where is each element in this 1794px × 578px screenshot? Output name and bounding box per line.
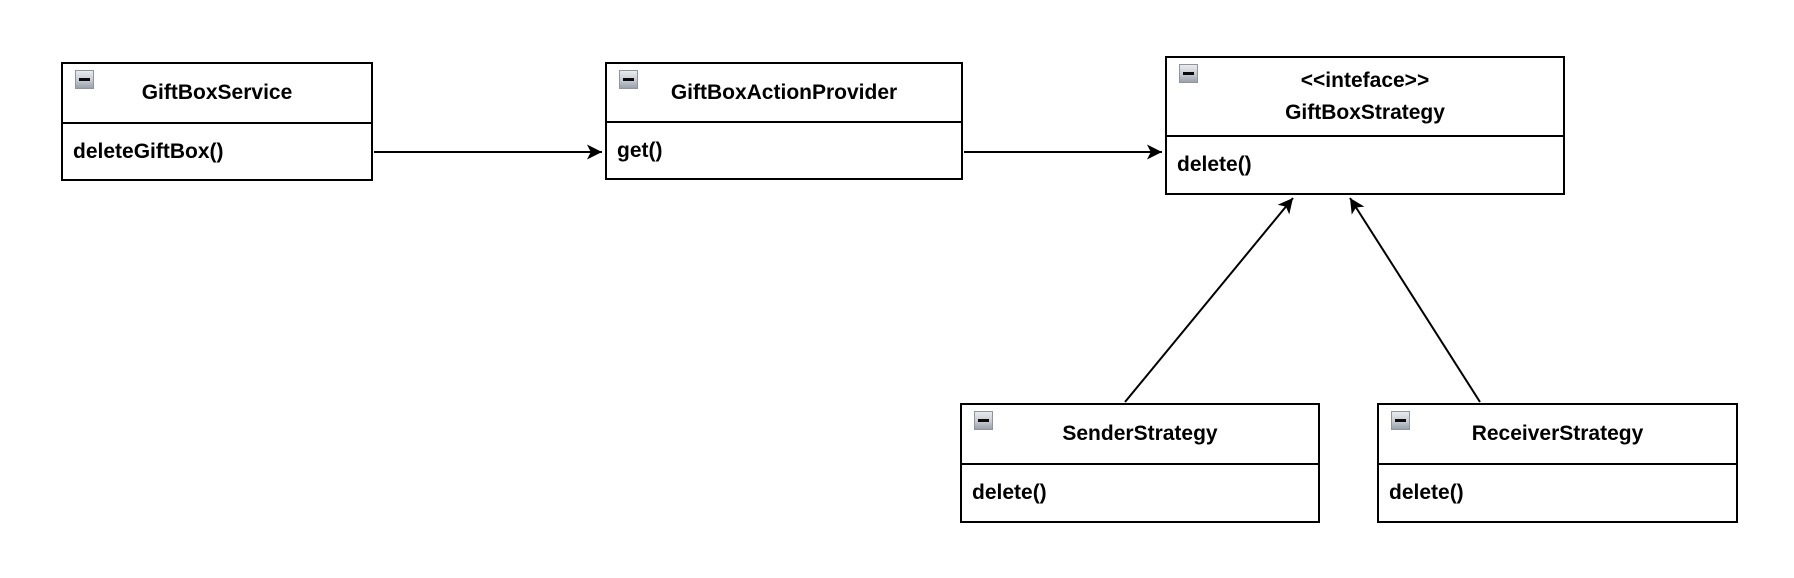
class-sender-strategy[interactable]: SenderStrategy delete()	[960, 403, 1320, 523]
class-name: GiftBoxService	[141, 81, 293, 104]
class-method-row: delete()	[1379, 465, 1736, 521]
class-title-row: SenderStrategy	[962, 405, 1318, 465]
collapse-minus-icon[interactable]	[1179, 64, 1198, 83]
minus-glyph	[79, 78, 90, 81]
stereotype-label: <<inteface>>	[1300, 68, 1430, 92]
connector-ReceiverStrategy-to-GiftBoxStrategy[interactable]	[1349, 197, 1481, 403]
collapse-minus-icon[interactable]	[1391, 411, 1410, 430]
minus-glyph	[623, 78, 634, 81]
class-name: GiftBoxStrategy	[1285, 100, 1445, 124]
class-gift-box-action-provider[interactable]: GiftBoxActionProvider get()	[605, 62, 963, 180]
method-label: deleteGiftBox()	[73, 139, 224, 163]
class-gift-box-strategy[interactable]: <<inteface>> GiftBoxStrategy delete()	[1165, 56, 1565, 195]
class-title-row: <<inteface>> GiftBoxStrategy	[1167, 58, 1563, 137]
class-title-row: GiftBoxService	[63, 64, 371, 124]
class-name: GiftBoxActionProvider	[670, 80, 898, 104]
class-title: <<inteface>> GiftBoxStrategy	[1285, 65, 1445, 129]
method-label: delete()	[972, 481, 1047, 504]
collapse-minus-icon[interactable]	[75, 70, 94, 89]
class-method-row: get()	[607, 123, 961, 178]
minus-glyph	[1183, 72, 1194, 75]
minus-glyph	[1395, 419, 1406, 422]
class-method-row: delete()	[1167, 137, 1563, 193]
minus-glyph	[978, 419, 989, 422]
class-name: SenderStrategy	[1062, 422, 1218, 445]
collapse-minus-icon[interactable]	[974, 411, 993, 430]
method-label: get()	[617, 138, 663, 162]
class-method-row: delete()	[962, 465, 1318, 521]
class-receiver-strategy[interactable]: ReceiverStrategy delete()	[1377, 403, 1738, 523]
class-method-row: deleteGiftBox()	[63, 124, 371, 179]
class-title-row: GiftBoxActionProvider	[607, 64, 961, 123]
class-gift-box-service[interactable]: GiftBoxService deleteGiftBox()	[61, 62, 373, 181]
collapse-minus-icon[interactable]	[619, 70, 638, 89]
class-name: ReceiverStrategy	[1471, 422, 1644, 445]
method-label: delete()	[1389, 481, 1464, 504]
class-title-row: ReceiverStrategy	[1379, 405, 1736, 465]
connector-SenderStrategy-to-GiftBoxStrategy[interactable]	[1124, 197, 1294, 403]
method-label: delete()	[1177, 153, 1252, 176]
